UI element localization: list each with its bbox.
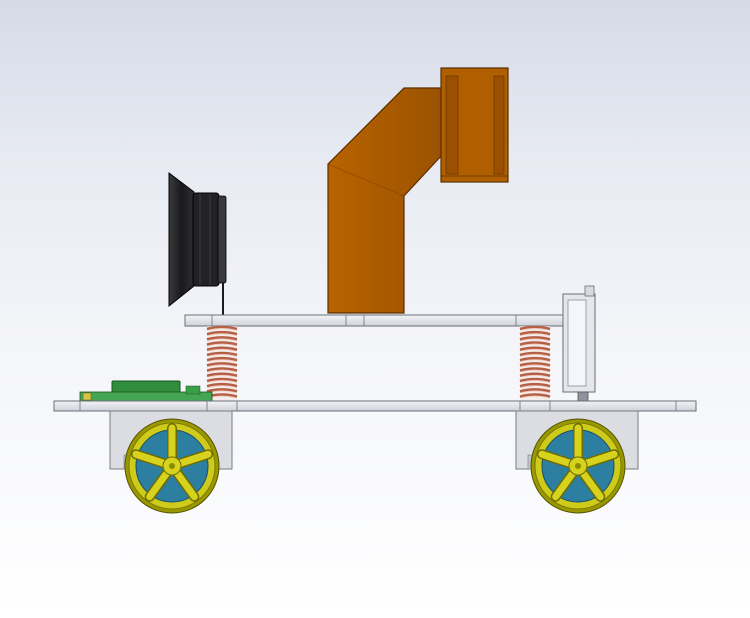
- wheel-right: [530, 418, 626, 514]
- sensor-box: [562, 285, 596, 403]
- suspension-spring-left: [206, 325, 238, 401]
- orange-arm: [327, 67, 509, 314]
- lower-chassis-plate: [53, 400, 697, 412]
- wheel-left: [124, 418, 220, 514]
- suspension-spring-right: [519, 325, 551, 401]
- circuit-board: [79, 380, 213, 402]
- camera-lens: [168, 171, 227, 315]
- upper-chassis-plate: [184, 314, 564, 327]
